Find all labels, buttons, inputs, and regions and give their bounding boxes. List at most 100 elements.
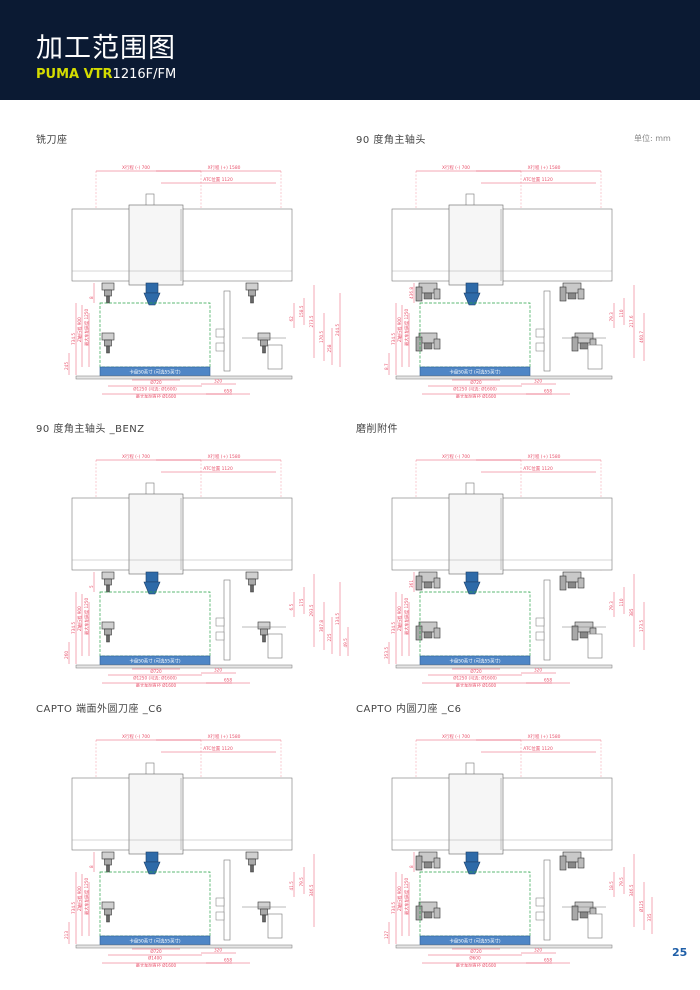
spindle-nose <box>143 581 161 595</box>
dim-bottom-a: 320 <box>214 668 222 673</box>
dim-left: 8 <box>409 865 414 868</box>
tool-tip <box>106 914 110 923</box>
dim-bottom-a: 320 <box>214 948 222 953</box>
angle-head-motor <box>415 625 423 641</box>
dim-right: 134.5 <box>335 613 340 625</box>
changer-pocket <box>535 617 545 627</box>
angle-head-motor <box>415 575 423 591</box>
dim-diameter-small: Ø720 <box>470 949 482 954</box>
changer-pocket <box>215 342 225 352</box>
spindle-body <box>145 571 159 583</box>
section-title: 铣刀座 <box>36 135 68 146</box>
angle-head-nose <box>579 342 589 350</box>
magazine-block <box>267 633 283 659</box>
changer-pocket <box>535 631 545 641</box>
dim-left: 260 <box>64 651 69 659</box>
changer-arm <box>223 579 231 661</box>
tool-tip <box>250 864 254 873</box>
dim-left: 最大车削高度 1250 <box>83 878 90 915</box>
angle-head-motor <box>571 336 579 352</box>
angle-head-nose <box>423 911 433 919</box>
dim-diameter-small: Ø720 <box>470 669 482 674</box>
dim-max-turn: 最大车削直径 Ø1600 <box>456 682 497 687</box>
tool-holder-left <box>101 851 115 873</box>
dim-right: 175 <box>299 598 304 606</box>
spindle-nose <box>463 581 481 595</box>
table-base <box>75 375 293 380</box>
chuck-label: 卡盘50英寸 (可选55英寸) <box>129 369 180 376</box>
tool-holder-left-lower <box>101 621 115 643</box>
tool-holder-body <box>101 332 115 341</box>
dim-left: Z轴行程 900 <box>76 606 83 631</box>
machining-range <box>99 591 211 657</box>
chuck-label: 卡盘50英寸 (可选55英寸) <box>129 938 180 945</box>
tool-holder-neck <box>260 908 268 916</box>
magazine-block <box>267 913 283 939</box>
angle-head-nose <box>423 292 433 300</box>
tool-tip <box>250 584 254 593</box>
changer-arm <box>223 859 231 941</box>
dim-left: Z轴行程 900 <box>76 317 83 342</box>
angle-head-side <box>577 577 585 589</box>
ram-housing <box>448 493 504 575</box>
tool-holder-neck <box>104 578 112 586</box>
tool-holder-right-lower <box>257 332 271 354</box>
angle-head-side <box>577 857 585 869</box>
tool-holder-body <box>257 332 271 341</box>
dim-x-stroke-minus: X行程 (-) 700 <box>442 733 470 740</box>
magazine-block <box>267 344 283 370</box>
dim-left: 8.7 <box>384 363 389 370</box>
tool-tip <box>250 295 254 304</box>
table-base <box>75 944 293 949</box>
tool-holder-right <box>559 571 585 591</box>
dim-right: 173.5 <box>639 620 644 632</box>
dim-left: 127 <box>384 931 389 939</box>
dim-right: 307.8 <box>319 620 324 632</box>
dim-x-stroke-plus: X行程 (+) 1580 <box>528 733 561 740</box>
tool-holder-neck <box>248 858 256 866</box>
ram-housing <box>448 773 504 855</box>
angle-head-motor <box>559 855 567 871</box>
chuck-label: 卡盘50英寸 (可选55英寸) <box>449 369 500 376</box>
page-number: 25 <box>672 946 688 959</box>
dim-right: 273.5 <box>309 315 314 327</box>
table-base <box>395 375 613 380</box>
column-cap <box>465 762 475 776</box>
dim-bottom-b: 658 <box>544 678 552 683</box>
dim-right: 110 <box>619 598 624 606</box>
dim-left: 353.5 <box>384 647 389 659</box>
unit-label: 单位: mm <box>634 134 671 143</box>
changer-pocket <box>535 911 545 921</box>
machining-range <box>419 302 531 368</box>
dim-right: 170.5 <box>319 331 324 343</box>
dim-left: Z轴行程 900 <box>76 886 83 911</box>
column-cap <box>145 762 155 776</box>
dim-right: 41.5 <box>289 881 294 891</box>
tool-holder-right <box>245 571 259 593</box>
angle-head-motor <box>559 575 567 591</box>
dim-x-stroke-plus: X行程 (+) 1580 <box>528 453 561 460</box>
angle-head-nose <box>423 342 433 350</box>
angle-head-side <box>433 288 441 300</box>
angle-head-side <box>433 577 441 589</box>
tool-holder-neck <box>104 628 112 636</box>
model-subtitle: PUMA VTR1216F/FM <box>36 67 176 82</box>
dim-right: 6.5 <box>289 604 294 611</box>
angle-head-side <box>433 907 441 919</box>
dim-diameter-small: Ø720 <box>150 949 162 954</box>
changer-pocket <box>215 617 225 627</box>
dim-max-turn: 最大车削直径 Ø1600 <box>456 393 497 398</box>
machining-range <box>99 302 211 368</box>
dim-diameter-small: Ø720 <box>150 380 162 385</box>
dim-bottom-a: 320 <box>214 379 222 384</box>
tool-holder-body <box>101 282 115 291</box>
dim-max-turn: 最大车削直径 Ø1600 <box>456 962 497 967</box>
